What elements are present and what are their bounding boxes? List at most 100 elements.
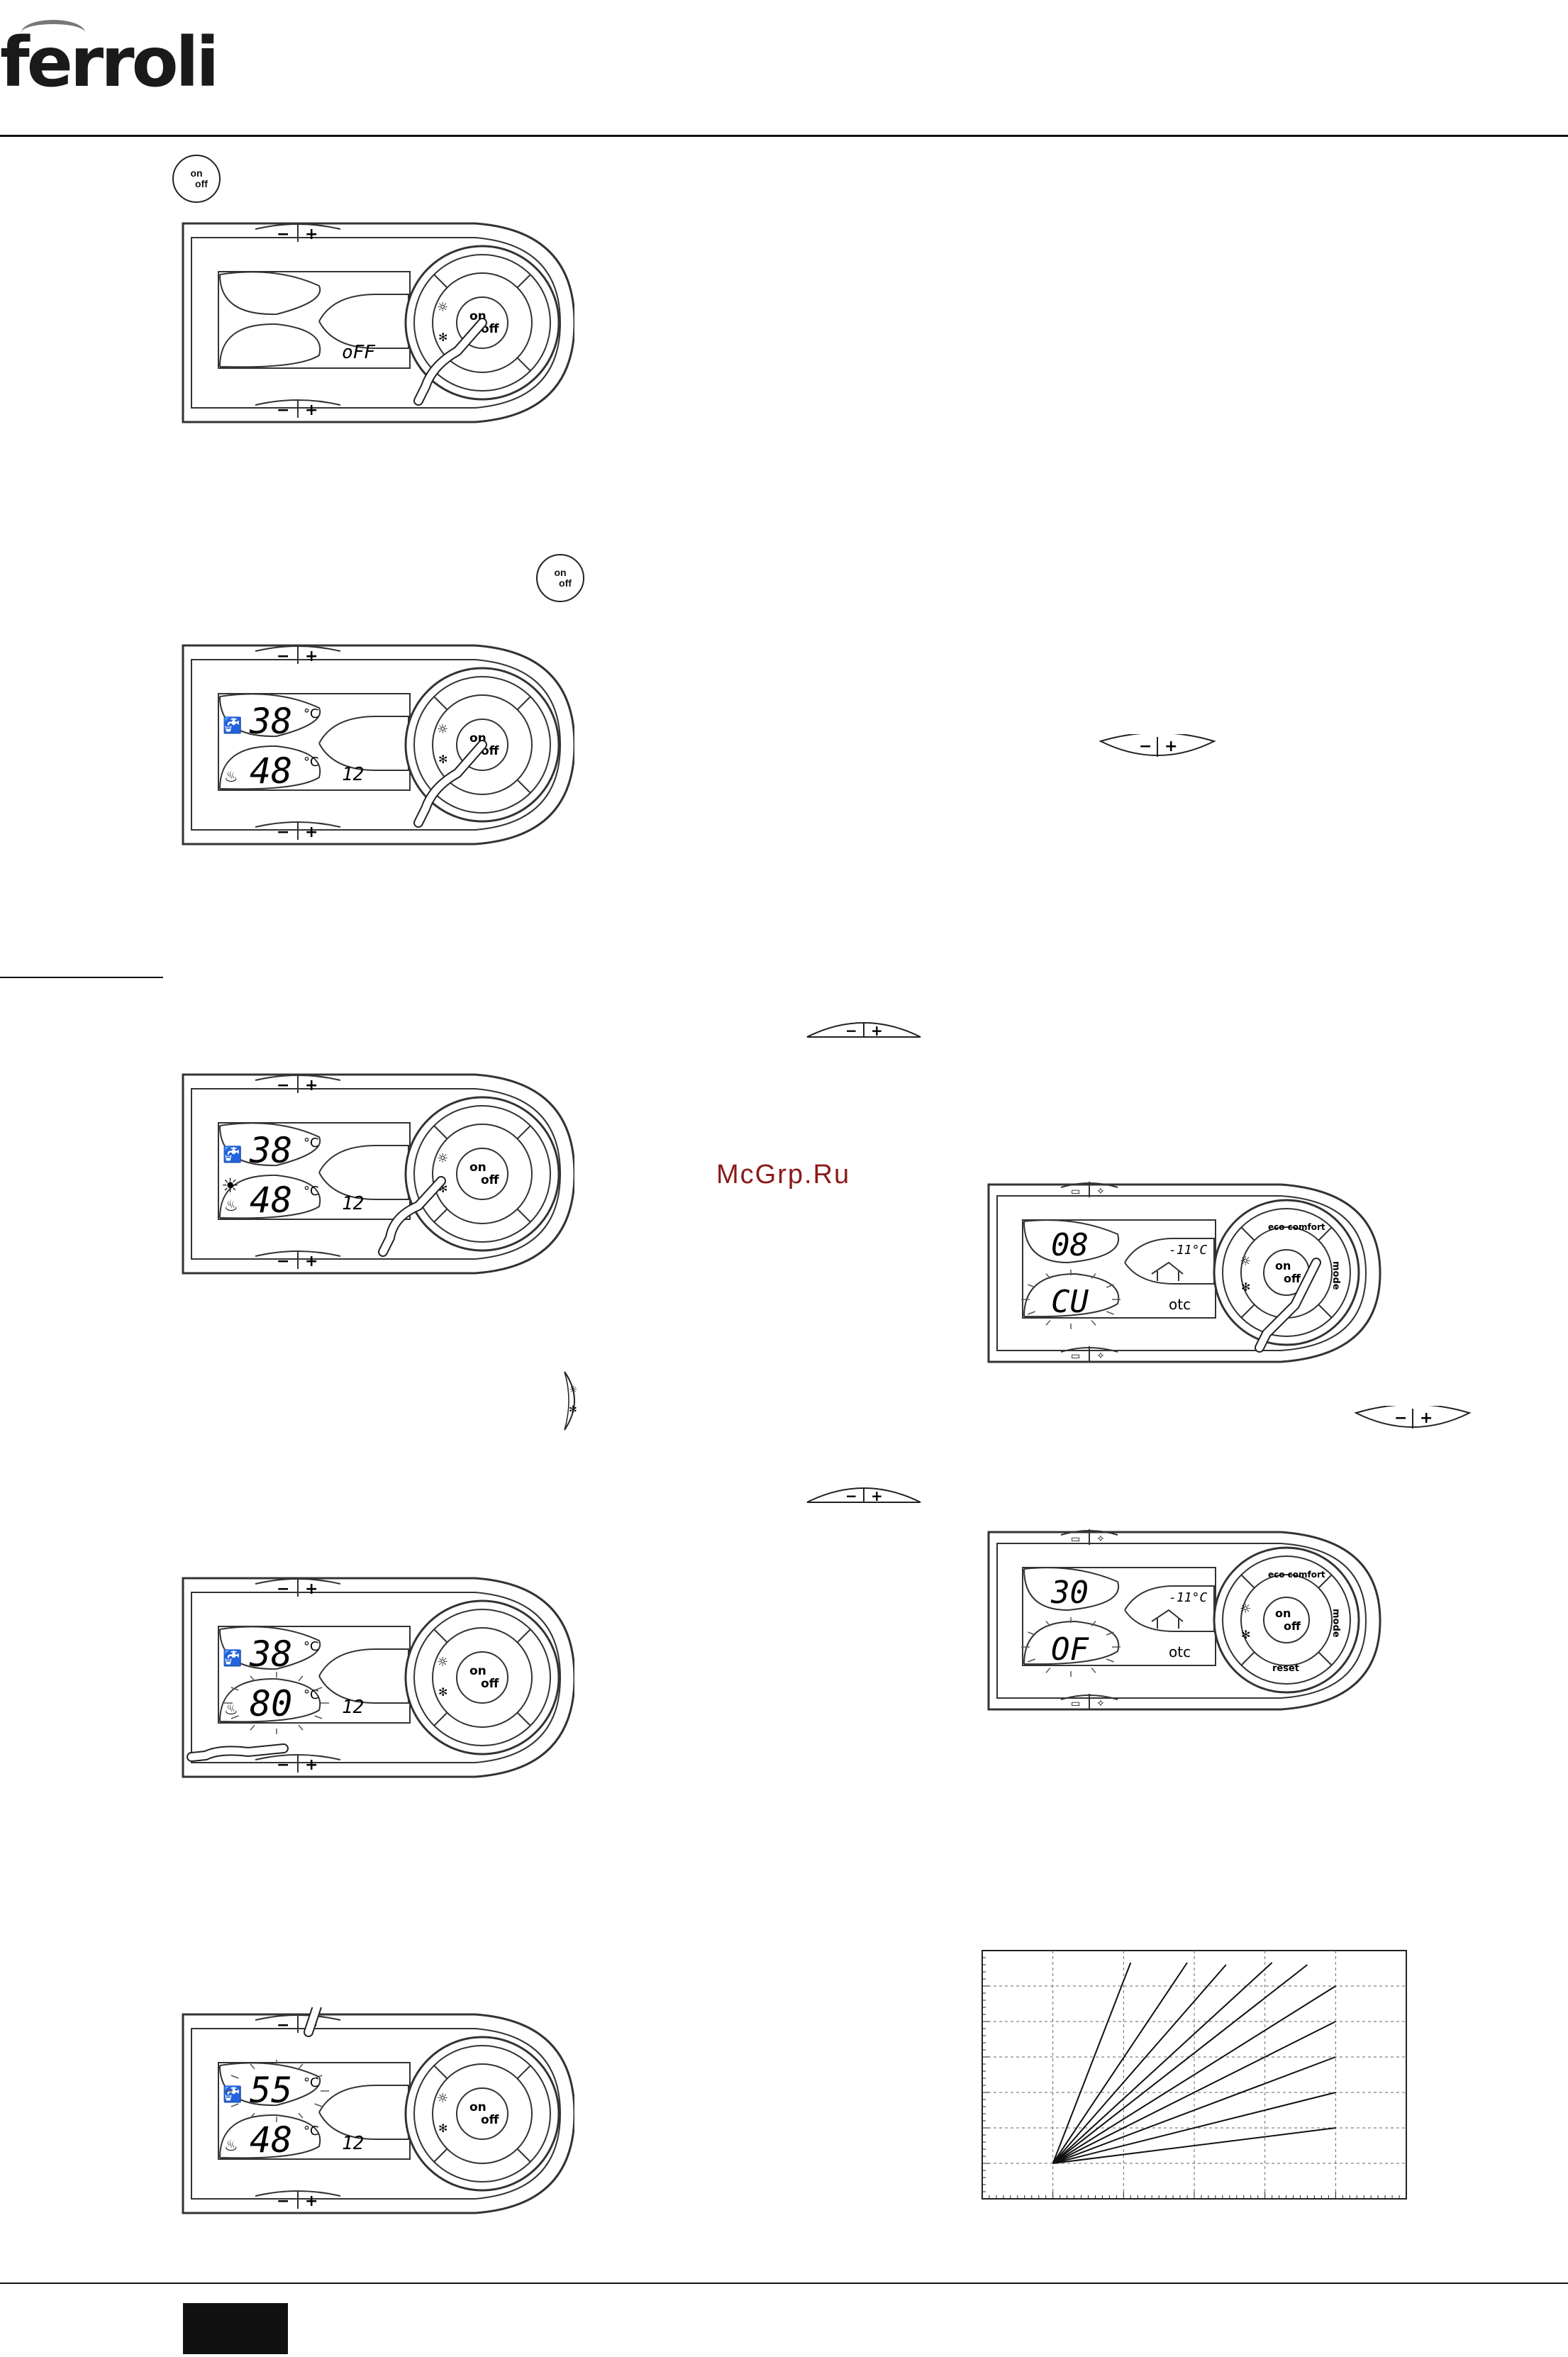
svg-text:+: + [1164, 738, 1177, 755]
minus-icon: − [277, 823, 289, 841]
heating-temperature: 48 [250, 750, 292, 792]
plus-icon: + [305, 1756, 318, 1774]
svg-text:−: − [845, 1487, 857, 1504]
minus-plus-button-icon: −+ [806, 1022, 921, 1039]
top-minus-plus-button[interactable]: −+ [255, 1578, 341, 1598]
display-top-value: 08 [1051, 1227, 1089, 1263]
curve-line-8 [1052, 2056, 1336, 2164]
summer-icon: ☼ [437, 1655, 448, 1670]
pointing-hand [413, 318, 487, 406]
bottom-minus-plus-button[interactable]: ▭✧ [1060, 1694, 1118, 1709]
summer-icon: ☼ [437, 722, 448, 737]
outdoor-temperature: -11°C [1169, 1243, 1207, 1258]
winter-icon: ✻ [1241, 1628, 1250, 1641]
plus-icon: + [305, 1253, 318, 1270]
top-minus-plus-button[interactable]: −+ [255, 223, 341, 243]
plus-icon: ✧ [1096, 1351, 1105, 1362]
heating-temperature: 48 [250, 2119, 292, 2161]
top-minus-plus-button[interactable]: ▭✧ [1060, 1182, 1118, 1197]
bottom-minus-plus-button[interactable]: −+ [255, 399, 341, 419]
curve-line-2 [1052, 1962, 1188, 2164]
svg-text:−: − [1139, 738, 1152, 755]
plus-icon: + [305, 823, 318, 841]
mode-label: mode [1330, 1261, 1341, 1290]
plus-icon: + [305, 401, 318, 419]
house-icon [1151, 1609, 1184, 1629]
minus-icon: ▭ [1071, 1351, 1080, 1362]
curve-line-9 [1052, 2092, 1336, 2164]
summer-icon: ☼ [437, 1151, 448, 1166]
summer-icon: ☼ [1240, 1254, 1251, 1269]
top-minus-plus-button[interactable]: −+ [255, 1075, 341, 1094]
section-rule [0, 977, 163, 978]
eco-comfort-label: eco comfort [1268, 1222, 1325, 1232]
on-label: on [469, 1160, 486, 1175]
celsius-unit: °C [304, 1639, 319, 1654]
chart-grid [982, 1951, 1406, 2199]
sun-icon: ☀ [221, 1174, 239, 1197]
mode-label: mode [1330, 1609, 1341, 1638]
pointing-hand [378, 1176, 446, 1257]
plus-icon: ✧ [1096, 1186, 1105, 1197]
heating-temperature: 80 [250, 1683, 292, 1724]
curve-line-7 [1052, 2021, 1336, 2164]
header-rule [0, 135, 1568, 137]
minus-icon: − [277, 2192, 289, 2210]
tap-icon: 🚰 [223, 2085, 242, 2104]
otc-label: otc [1169, 1296, 1191, 1313]
bottom-minus-plus-button[interactable]: −+ [255, 1250, 341, 1270]
minus-icon: − [277, 2017, 289, 2034]
pointing-hand [413, 740, 487, 828]
brand-logo: ferroli [0, 23, 219, 102]
pointing-hand [187, 1743, 289, 1762]
tap-icon: 🚰 [223, 1146, 242, 1164]
tap-icon: 🚰 [223, 716, 242, 735]
plus-icon: + [305, 648, 318, 665]
on-label: on [1275, 1607, 1291, 1620]
top-minus-plus-button[interactable]: ▭✧ [1060, 1529, 1118, 1545]
svg-text:+: + [1420, 1409, 1433, 1427]
radiator-icon: ♨ [224, 768, 238, 786]
pointing-hand [1255, 1258, 1321, 1353]
bottom-minus-plus-button[interactable]: ▭✧ [1060, 1346, 1118, 1362]
svg-text:+: + [871, 1022, 883, 1039]
curve-line-4 [1052, 1962, 1273, 2164]
on-label: on [1275, 1259, 1291, 1272]
celsius-unit: °C [304, 1136, 319, 1150]
minus-plus-button-icon: −+ [806, 1487, 921, 1504]
svg-text:✻: ✻ [569, 1404, 577, 1416]
top-minus-plus-button[interactable]: −+ [255, 645, 341, 665]
reset-label: reset [1272, 1663, 1299, 1674]
minus-icon: ▭ [1071, 1186, 1080, 1197]
svg-text:−: − [1394, 1409, 1407, 1427]
summer-icon: ☼ [1240, 1602, 1251, 1616]
bottom-minus-plus-button[interactable]: −+ [255, 821, 341, 841]
minus-plus-button-icon: −+ [1354, 1406, 1472, 1429]
watermark: McGrp.Ru [716, 1160, 851, 1189]
minus-plus-button-icon: −+ [1099, 734, 1216, 757]
dhw-temperature: 38 [249, 1634, 292, 1675]
bottom-minus-plus-button[interactable]: −+ [255, 1754, 341, 1774]
minus-icon: − [277, 1253, 289, 1270]
celsius-unit: °C [304, 2075, 319, 2090]
celsius-unit: °C [304, 706, 319, 721]
off-label: off [1284, 1619, 1301, 1633]
minus-icon: − [277, 226, 289, 243]
radiator-icon: ♨ [224, 1701, 238, 1719]
bottom-minus-plus-button[interactable]: −+ [255, 2190, 341, 2210]
logo-swoosh [21, 20, 85, 45]
svg-text:☼: ☼ [569, 1385, 578, 1396]
lcd-display [218, 1626, 411, 1724]
tap-icon: 🚰 [223, 1649, 242, 1668]
